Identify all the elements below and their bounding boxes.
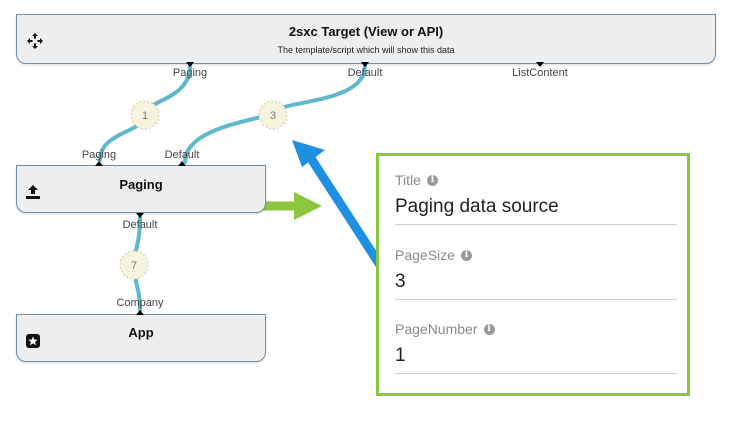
pagesize-field-label-row: PageSize i	[395, 247, 677, 263]
app-out-port-label-company: Company	[116, 297, 164, 309]
target-node-subtitle: The template/script which will show this…	[277, 45, 455, 55]
properties-panel: Title i Paging data source PageSize i 3 …	[376, 153, 690, 396]
pagesize-field-label: PageSize	[395, 247, 455, 263]
paging-in-port-label-default: Default	[164, 149, 200, 161]
paging-out-port-default[interactable]	[136, 213, 144, 218]
link-badge-3: 3	[258, 100, 288, 130]
link-badge-7: 7	[119, 250, 149, 280]
paging-node[interactable]: Paging	[16, 165, 266, 213]
app-node[interactable]: App	[16, 314, 266, 362]
target-node[interactable]: 2sxc Target (View or API) The template/s…	[16, 14, 716, 64]
upload-icon	[25, 184, 41, 200]
pagenumber-field-value[interactable]: 1	[395, 345, 677, 374]
link-badge-7-label: 7	[131, 260, 137, 272]
title-field-label-row: Title i	[395, 172, 677, 188]
paging-in-port-label-paging: Paging	[81, 149, 117, 161]
target-port-label-listcontent: ListContent	[512, 67, 568, 79]
pagesize-field-value[interactable]: 3	[395, 271, 677, 300]
paging-node-title: Paging	[119, 177, 163, 192]
title-field-label: Title	[395, 172, 421, 188]
pagenumber-field-label-row: PageNumber i	[395, 321, 677, 337]
move-cross-icon	[27, 33, 43, 49]
link-3	[183, 64, 367, 164]
title-field-value[interactable]: Paging data source	[395, 196, 677, 225]
target-port-paging[interactable]	[186, 62, 194, 67]
paging-out-port-label-default: Default	[122, 219, 158, 231]
paging-in-port-default[interactable]	[178, 161, 186, 166]
target-port-label-paging: Paging	[172, 67, 208, 79]
pagenumber-field[interactable]: PageNumber i 1	[395, 321, 677, 374]
paging-in-port-paging[interactable]	[95, 161, 103, 166]
star-box-icon	[25, 333, 41, 349]
target-port-default[interactable]	[361, 62, 369, 67]
link-1	[98, 64, 192, 162]
blue-arrow	[292, 140, 385, 270]
pagenumber-field-label: PageNumber	[395, 321, 478, 337]
target-port-listcontent[interactable]	[536, 62, 544, 67]
info-icon: i	[426, 174, 438, 186]
info-icon: i	[483, 323, 495, 335]
app-out-port-company[interactable]	[136, 310, 144, 315]
title-field[interactable]: Title i Paging data source	[395, 172, 677, 225]
target-node-title: 2sxc Target (View or API)	[288, 24, 444, 39]
app-node-title: App	[128, 325, 154, 340]
pagesize-field[interactable]: PageSize i 3	[395, 247, 677, 300]
link-badge-1: 1	[130, 100, 160, 130]
target-port-label-default: Default	[347, 67, 383, 79]
link-badge-3-label: 3	[270, 110, 276, 122]
info-icon: i	[460, 249, 472, 261]
link-badge-1-label: 1	[142, 110, 148, 122]
